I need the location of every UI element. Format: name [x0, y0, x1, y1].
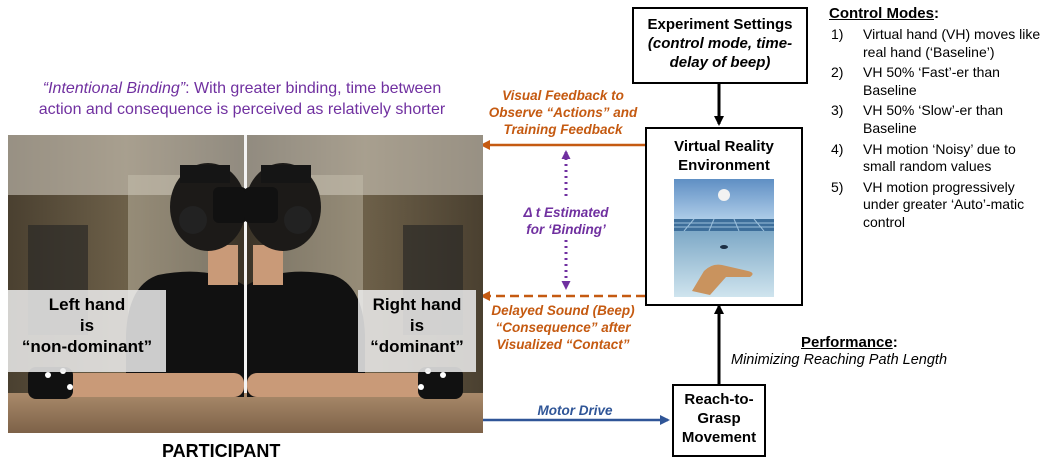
vr-hand-icon [692, 264, 753, 295]
right-hand-label: Right hand is “dominant” [358, 290, 476, 372]
experiment-settings-title: Experiment Settings [647, 16, 793, 33]
control-mode-item: 3)VH 50% ‘Slow’-er than Baseline [831, 102, 1004, 136]
delayed-sound-label: Delayed Sound (Beep) “Consequence” after… [491, 303, 635, 352]
vr-environment-box: Virtual Reality Environment [645, 127, 803, 306]
performance-section: Performance: Minimizing Reaching Path Le… [731, 334, 991, 368]
control-mode-item: 1)Virtual hand (VH) moves like real hand… [831, 26, 1041, 60]
experiment-settings-box: Experiment Settings (control mode, time-… [632, 7, 808, 84]
intentional-binding-term: “Intentional Binding” [42, 80, 186, 97]
performance-title: Performance [801, 334, 893, 351]
intentional-binding-caption: “Intentional Binding”: With greater bind… [38, 80, 446, 118]
delta-t-label: Δ t Estimated for ‘Binding’ [523, 205, 609, 237]
visual-feedback-label: Visual Feedback to Observe “Actions” and… [488, 88, 638, 137]
reach-to-grasp-box: Reach-to- Grasp Movement [672, 384, 766, 457]
vr-scene-image [674, 179, 774, 297]
control-modes-panel: Control Modes: 1)Virtual hand (VH) moves… [829, 5, 1045, 235]
control-mode-item: 5)VH motion progressively under greater … [831, 178, 1025, 230]
control-modes-list: 1)Virtual hand (VH) moves like real hand… [831, 26, 1045, 232]
control-modes-title: Control Modes [829, 5, 934, 22]
performance-subtitle: Minimizing Reaching Path Length [731, 352, 948, 368]
control-mode-item: 2)VH 50% ‘Fast’-er than Baseline [831, 64, 1000, 98]
motor-drive-label: Motor Drive [537, 403, 613, 418]
participant-photo-illustration [8, 135, 483, 433]
vr-ball-icon [718, 189, 730, 201]
control-mode-item: 4)VH motion ‘Noisy’ due to small random … [831, 140, 1016, 175]
left-hand-label: Left hand is “non-dominant” [8, 290, 166, 372]
participant-label: PARTICIPANT [162, 441, 281, 461]
vr-environment-title: Virtual Reality [674, 138, 774, 155]
participant-photo: Left hand is “non-dominant” Right hand i… [8, 135, 483, 433]
